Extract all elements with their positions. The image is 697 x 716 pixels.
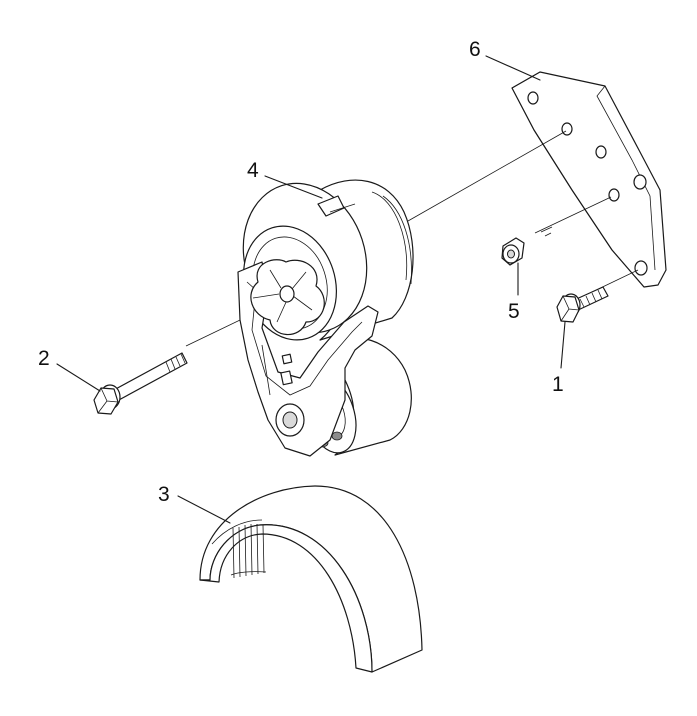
mounting-bracket-plate xyxy=(511,71,667,288)
callout-2: 2 xyxy=(38,347,50,370)
leader-line-2 xyxy=(56,363,101,392)
callout-labels: 6 4 2 3 5 1 xyxy=(38,38,564,506)
ribbed-drive-belt-segment xyxy=(199,485,423,673)
belt-tensioner-assembly xyxy=(237,179,414,457)
leader-line-1 xyxy=(560,321,566,369)
flange-bolt-long xyxy=(93,352,188,415)
callout-1: 1 xyxy=(552,373,564,396)
leader-line-6 xyxy=(485,55,541,81)
callout-3: 3 xyxy=(158,483,170,506)
axis-line-tensioner xyxy=(407,130,567,222)
spacer-sleeve xyxy=(501,226,553,266)
leader-line-3 xyxy=(177,495,231,524)
callout-6: 6 xyxy=(469,38,481,61)
leader-lines xyxy=(56,55,566,524)
leader-line-4 xyxy=(264,175,323,199)
axis-line-spacer xyxy=(534,196,612,234)
callout-5: 5 xyxy=(508,300,520,323)
flange-bolt-short xyxy=(556,286,609,323)
callout-4: 4 xyxy=(247,159,259,182)
